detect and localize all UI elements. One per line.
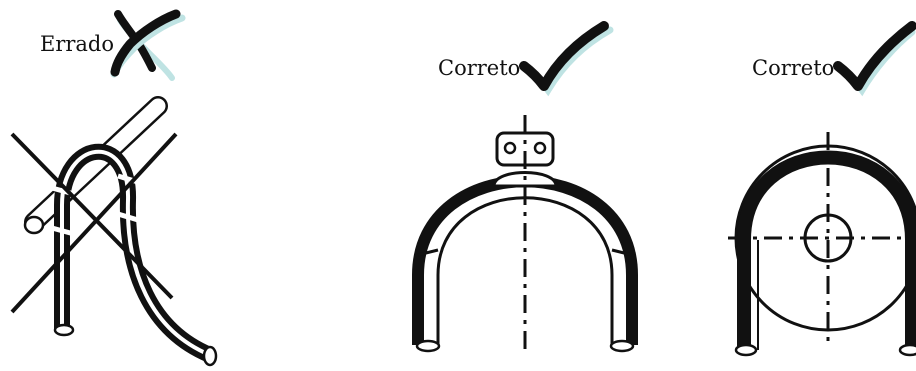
label-errado: Errado <box>40 32 115 56</box>
check-mark-icon-1 <box>519 21 614 97</box>
correct-pulley-illustration <box>728 132 916 357</box>
check-mark-icon-2 <box>833 21 916 97</box>
bent-cable <box>51 143 218 367</box>
cross-out-mark <box>10 132 178 314</box>
correct-clamp-illustration <box>412 115 638 353</box>
label-correto-2: Correto <box>752 56 835 80</box>
wrong-bend-illustration <box>10 96 218 367</box>
x-mark-icon <box>110 9 186 81</box>
label-correto-1: Correto <box>438 56 521 80</box>
